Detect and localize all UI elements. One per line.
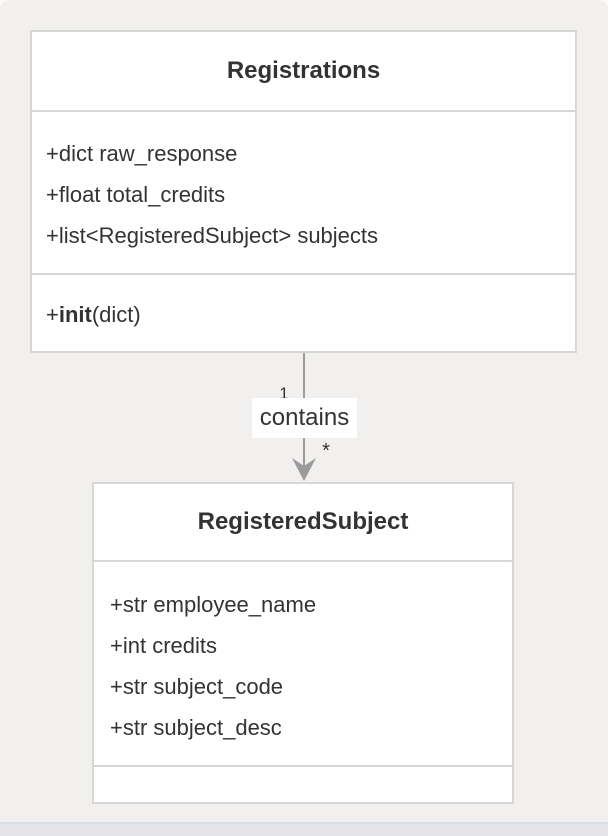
arrowhead-icon bbox=[292, 458, 316, 481]
class-box-registrations[interactable]: Registrations +dict raw_response +float … bbox=[30, 30, 577, 353]
target-multiplicity-label: * bbox=[322, 440, 330, 462]
method-args: (dict) bbox=[91, 302, 141, 327]
attribute-row: +str subject_code bbox=[110, 674, 284, 699]
source-multiplicity-label: 1 bbox=[279, 384, 289, 403]
class-title: RegisteredSubject bbox=[197, 508, 409, 535]
attribute-row: +str employee_name bbox=[110, 592, 317, 617]
bottom-panel-divider bbox=[0, 822, 608, 836]
class-attributes-section: +dict raw_response +float total_credits … bbox=[32, 110, 575, 273]
attribute-row: +list<RegisteredSubject> subjects bbox=[46, 223, 379, 248]
class-box-registered-subject[interactable]: RegisteredSubject +str employee_name +in… bbox=[92, 482, 514, 804]
class-attributes-section: +str employee_name +int credits +str sub… bbox=[94, 560, 512, 765]
attribute-row: +float total_credits bbox=[46, 182, 226, 207]
class-title: Registrations bbox=[226, 57, 381, 84]
class-methods-section-empty bbox=[94, 765, 512, 802]
method-row: +init(dict) bbox=[46, 294, 561, 335]
attribute-row: +int credits bbox=[110, 633, 217, 658]
class-methods-section: +init(dict) bbox=[32, 273, 575, 351]
attribute-row: +str subject_desc bbox=[110, 715, 282, 740]
relationship-label: contains bbox=[252, 398, 357, 438]
method-visibility: + bbox=[46, 302, 59, 327]
attribute-row: +dict raw_response bbox=[46, 141, 238, 166]
method-name: init bbox=[58, 302, 92, 327]
